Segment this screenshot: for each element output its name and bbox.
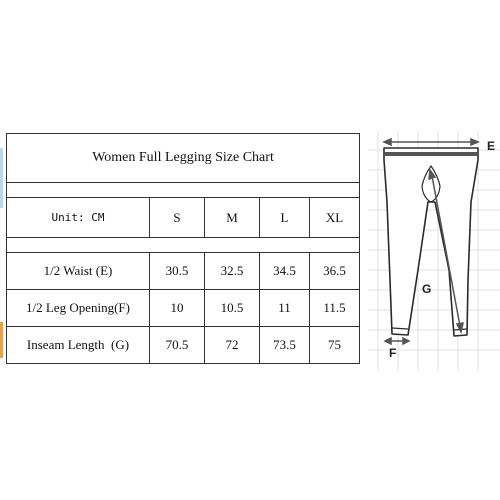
unit-label: Unit: CM <box>6 197 150 238</box>
table-cell: 11 <box>259 289 310 327</box>
label-e: E <box>487 139 495 153</box>
table-cell: 34.5 <box>259 252 310 290</box>
inseam-arrow <box>428 167 464 335</box>
waist-arrow <box>382 137 480 147</box>
table-title: Women Full Legging Size Chart <box>5 133 361 183</box>
size-header-s: S <box>149 197 205 238</box>
row-label-waist: 1/2 Waist (E) <box>6 252 150 290</box>
table-cell: 70.5 <box>149 326 205 364</box>
size-chart-table: Women Full Legging Size Chart Unit: CM S… <box>5 133 361 364</box>
size-header-l: L <box>259 197 310 238</box>
left-accent-orange <box>0 322 3 358</box>
table-cell: 75 <box>308 326 361 364</box>
table-cell: 11.5 <box>308 289 361 327</box>
label-g: G <box>422 282 431 296</box>
size-header-xl: XL <box>308 197 361 238</box>
table-cell: 36.5 <box>308 252 361 290</box>
table-row: 1/2 Waist (E) 30.5 32.5 34.5 36.5 <box>6 252 361 290</box>
leg-opening-arrow <box>383 336 411 346</box>
label-f: F <box>389 346 396 360</box>
row-label-leg-opening: 1/2 Leg Opening(F) <box>6 289 150 327</box>
row-label-inseam: Inseam Length (G) <box>6 326 150 364</box>
table-row: 1/2 Leg Opening(F) 10 10.5 11 11.5 <box>6 289 361 327</box>
spacer-row <box>5 237 361 253</box>
legging-diagram: E G F <box>368 130 500 370</box>
table-cell: 10.5 <box>204 289 260 327</box>
left-accent-blue <box>0 148 3 208</box>
table-cell: 32.5 <box>204 252 260 290</box>
table-row: Inseam Length (G) 70.5 72 73.5 75 <box>6 326 361 364</box>
spacer-row <box>5 182 361 198</box>
table-cell: 30.5 <box>149 252 205 290</box>
table-cell: 72 <box>204 326 260 364</box>
size-header-m: M <box>204 197 260 238</box>
table-cell: 73.5 <box>259 326 310 364</box>
header-row: Unit: CM S M L XL <box>6 197 361 238</box>
table-cell: 10 <box>149 289 205 327</box>
